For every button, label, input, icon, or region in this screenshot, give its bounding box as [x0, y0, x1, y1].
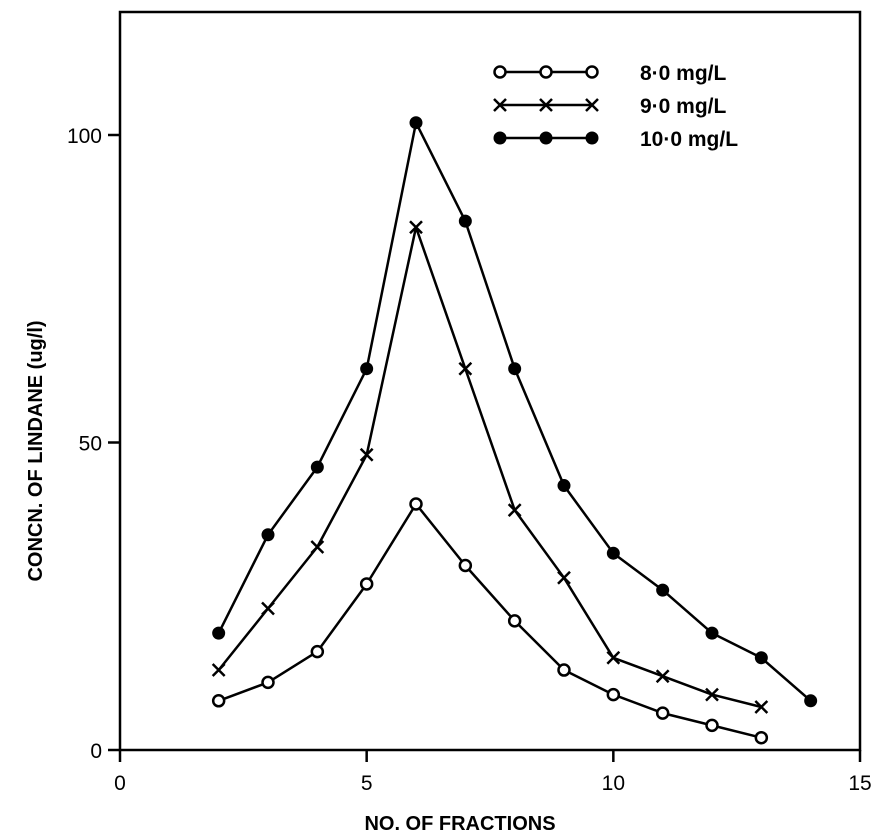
- series-group: [211, 116, 818, 745]
- legend-item-3: 10·0 mg/L: [493, 128, 738, 151]
- series-3-point: [804, 694, 818, 708]
- legend-marker: [539, 65, 553, 79]
- series-1-point: [261, 675, 275, 690]
- legend-marker: [493, 131, 507, 145]
- legend-marker: [493, 65, 507, 79]
- plot-frame: [118, 10, 862, 752]
- series-3-point: [705, 626, 719, 640]
- series-1-point: [557, 663, 571, 677]
- legend-marker: [539, 131, 553, 145]
- series-1-point: [359, 577, 374, 591]
- legend-item-1: 8·0 mg/L: [493, 62, 727, 85]
- legend: 8·0 mg/L 9·0 mg/L 10·0 mg/L: [493, 62, 738, 151]
- y-axis-label: CONCN. OF LINDANE (ug/l): [25, 320, 47, 581]
- series-1-point: [507, 614, 522, 628]
- plot-border: [118, 10, 862, 752]
- series-1-point: [409, 497, 423, 511]
- y-tick-label: 50: [79, 433, 102, 456]
- legend-label: 10·0 mg/L: [640, 128, 738, 151]
- series-2-point: [409, 220, 423, 235]
- series-1-point: [754, 730, 769, 745]
- series-3-point: [261, 528, 275, 542]
- series-1-point: [310, 644, 325, 659]
- series-2-point: [211, 663, 226, 677]
- series-3-point: [409, 116, 423, 130]
- legend-marker: [539, 98, 553, 112]
- series-2-line: [217, 226, 762, 709]
- series-1: [211, 497, 769, 745]
- series-1-point: [606, 687, 621, 702]
- x-axis-label: NO. OF FRACTIONS: [364, 813, 555, 835]
- series-1-line: [218, 502, 762, 739]
- series-3-point: [360, 362, 374, 376]
- legend-marker: [585, 131, 599, 145]
- series-2: [211, 220, 769, 714]
- legend-label: 8·0 mg/L: [640, 62, 727, 85]
- y-tick-label: 100: [67, 125, 102, 148]
- legend-marker: [493, 98, 507, 112]
- series-3-point: [458, 214, 472, 228]
- legend-marker: [585, 98, 599, 112]
- series-3-point: [212, 626, 226, 640]
- series-3-point: [508, 362, 522, 376]
- y-tick-label: 0: [90, 740, 102, 763]
- series-1-point: [211, 694, 226, 708]
- legend-label: 9·0 mg/L: [640, 95, 727, 118]
- series-1-point: [705, 718, 719, 733]
- x-tick-label: 15: [848, 772, 871, 795]
- series-2-point: [705, 687, 719, 702]
- axis-ticks: 0 5 10 15 0 50 100: [67, 125, 872, 795]
- series-2-point: [655, 669, 670, 684]
- legend-marker: [585, 65, 599, 79]
- series-3-point: [557, 479, 571, 493]
- x-tick-label: 10: [602, 772, 625, 795]
- x-tick-label: 0: [114, 772, 126, 795]
- series-2-point: [359, 447, 374, 462]
- series-3-point: [754, 651, 768, 665]
- series-3-point: [310, 460, 324, 474]
- x-tick-label: 5: [361, 772, 373, 795]
- series-1-point: [458, 558, 473, 573]
- legend-item-2: 9·0 mg/L: [493, 95, 727, 118]
- series-3: [212, 116, 818, 708]
- series-2-point: [261, 601, 275, 616]
- series-2-point: [606, 650, 621, 665]
- series-2-point: [507, 503, 522, 518]
- series-2-point: [754, 700, 769, 714]
- series-2-point: [557, 570, 571, 585]
- series-3-point: [656, 583, 670, 597]
- series-3-point: [606, 546, 620, 560]
- series-1-point: [655, 706, 670, 720]
- series-2-point: [310, 540, 325, 554]
- series-2-point: [458, 361, 473, 376]
- series-3-line: [217, 121, 812, 702]
